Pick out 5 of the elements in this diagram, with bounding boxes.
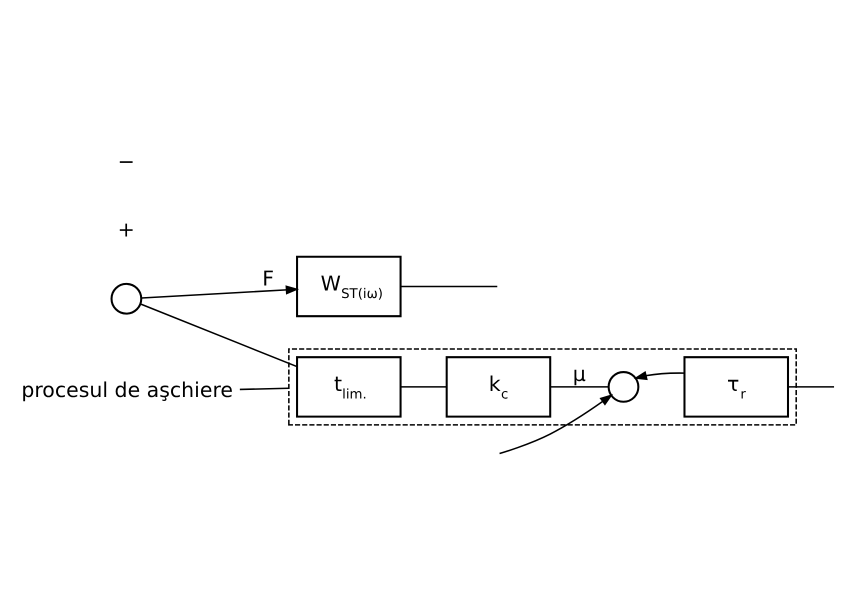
label: −: [118, 150, 135, 174]
edge-label: μ: [572, 362, 586, 386]
node-text: procesul de aşchiere: [21, 378, 234, 402]
edge-label: F: [262, 266, 274, 290]
label: +: [118, 217, 135, 242]
